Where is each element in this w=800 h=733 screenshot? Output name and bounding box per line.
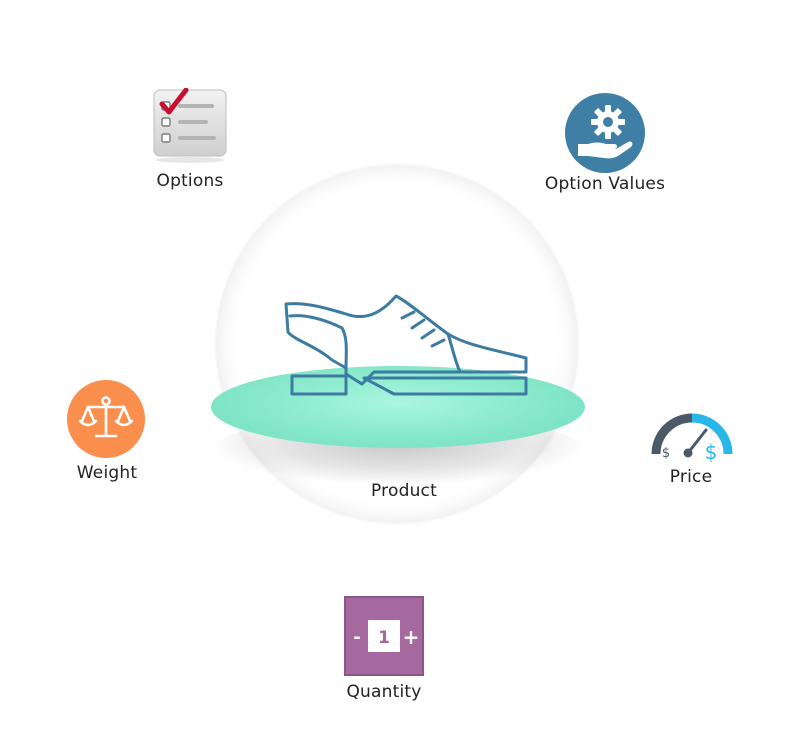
quantity-label: Quantity: [346, 682, 422, 702]
options-label: Options: [156, 171, 224, 191]
product-label: Product: [371, 481, 437, 501]
option-values-label: Option Values: [544, 174, 666, 194]
shoe-icon: [284, 294, 528, 396]
speedometer-dollar-icon: $ $: [651, 413, 733, 462]
product-platform-disc: [211, 366, 585, 448]
hand-gear-icon: [565, 93, 645, 173]
price-label: Price: [669, 467, 713, 487]
product-sphere: [216, 165, 578, 523]
checklist-icon: [153, 88, 227, 163]
price-high-symbol: $: [705, 440, 718, 462]
quantity-stepper-icon: - 1 +: [344, 596, 424, 676]
scale-icon: [67, 380, 145, 458]
weight-label: Weight: [76, 463, 138, 483]
quantity-plus: +: [403, 625, 420, 649]
quantity-value: 1: [378, 628, 390, 648]
quantity-minus: -: [353, 627, 360, 648]
price-low-symbol: $: [662, 446, 670, 461]
